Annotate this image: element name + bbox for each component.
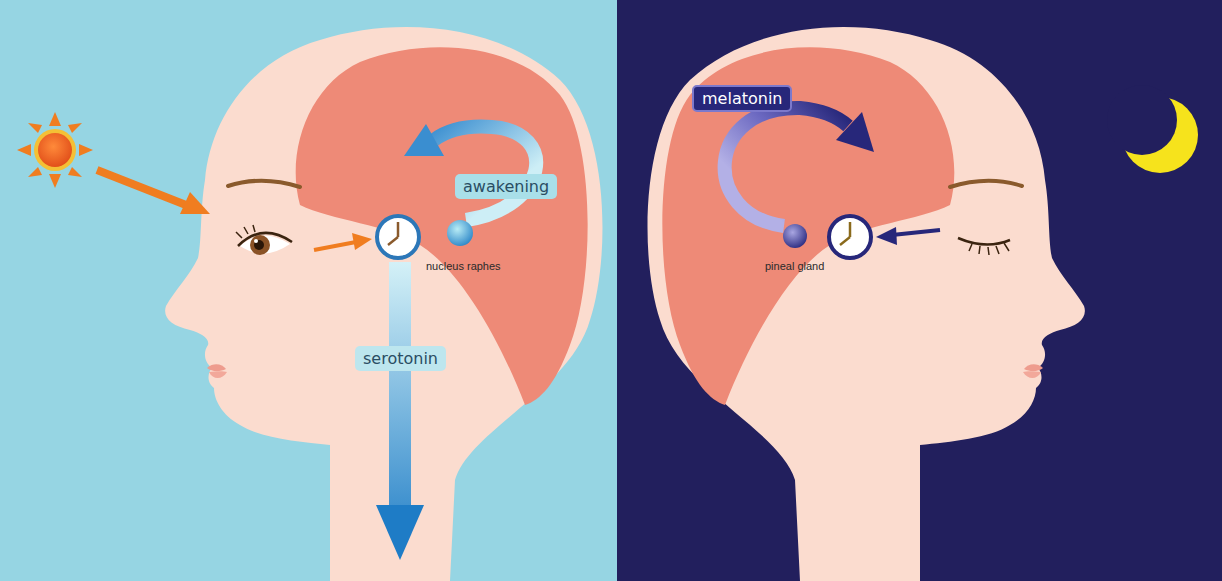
moon [1107,85,1198,173]
clock [829,216,871,258]
pineal-ball [783,224,807,248]
melatonin-arrow [725,108,874,226]
night-head [648,27,1085,581]
sun [17,112,93,188]
clock [377,216,419,258]
melatonin-box: melatonin [692,85,792,112]
box-text: melatonin [702,89,782,108]
night-ground [617,0,1222,581]
serotonin-box: serotonin [355,346,446,371]
box-text: serotonin [363,349,438,368]
part-label: nucleus raphes [426,260,501,272]
box-text: awakening [463,177,549,196]
part-label: pineal gland [765,260,824,272]
day-ground [0,0,617,581]
awakening-box: awakening [455,174,557,199]
light-arrow [97,170,210,214]
day-head [165,27,602,581]
awakening-arrow [404,124,536,220]
nucleus-ball [447,220,473,246]
eye-arrow [876,227,940,245]
eye-arrow [314,233,372,250]
serotonin-arrow [376,262,424,560]
